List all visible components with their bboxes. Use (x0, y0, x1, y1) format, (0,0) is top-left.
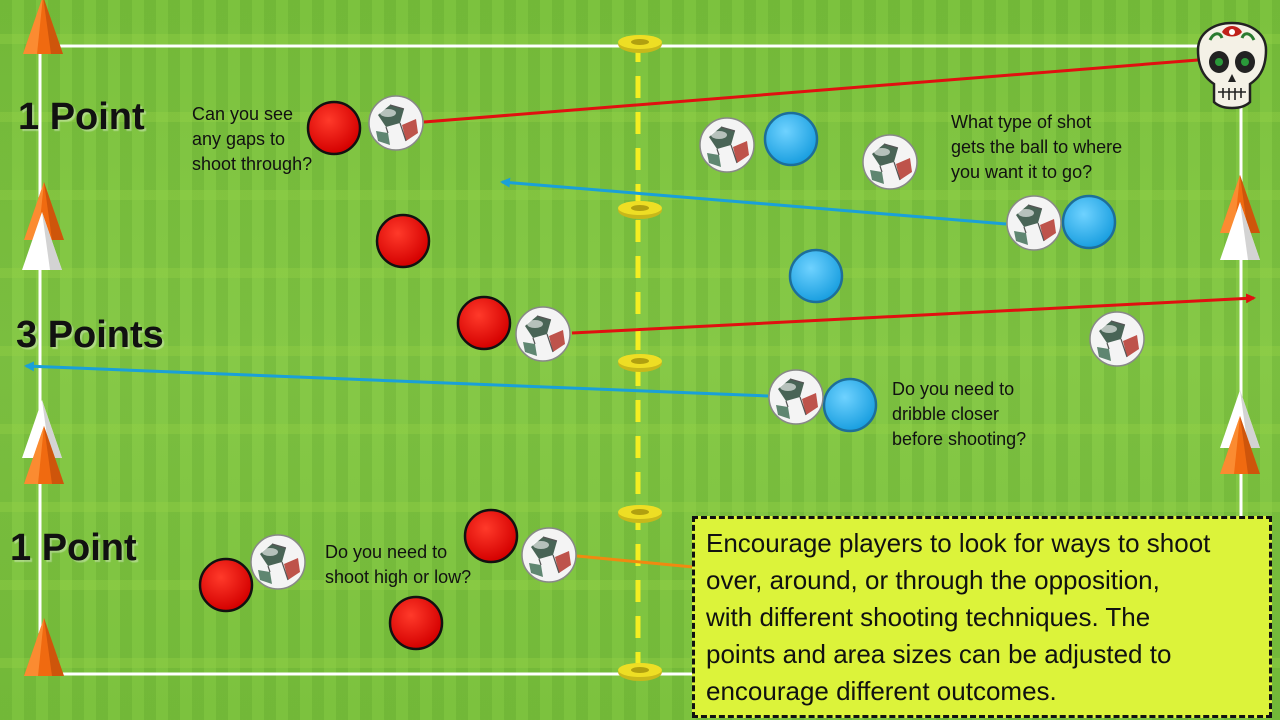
question-line: any gaps to (192, 129, 286, 149)
shot-arrow-blue (500, 177, 1007, 226)
question-line: Do you need to (892, 379, 1015, 399)
red-player (375, 213, 431, 269)
coaching-note-line: Encourage players to look for ways to sh… (706, 528, 1211, 558)
question-line: What type of shot (951, 112, 1092, 132)
question-line: shoot through? (192, 154, 313, 174)
question-line: shoot high or low? (325, 567, 472, 587)
soccer-ball-icon (368, 95, 424, 151)
question-line: you want it to go? (951, 162, 1093, 182)
soccer-ball-icon (250, 534, 306, 590)
coaching-note-line: over, around, or through the opposition, (706, 565, 1160, 595)
red-player (463, 508, 519, 564)
soccer-ball-icon (768, 369, 824, 425)
question-line: Do you need to (325, 542, 448, 562)
zone-label-middle: 3 Points (16, 314, 164, 356)
shot-arrow-blue (24, 361, 769, 398)
disc-marker (618, 663, 662, 681)
red-player (388, 595, 444, 651)
cone-icon (23, 0, 63, 54)
question-line: dribble closer (892, 404, 1000, 424)
blue-player (822, 377, 878, 433)
red-player (198, 557, 254, 613)
question-dribble: Do you need to dribble closer before sho… (892, 377, 1026, 452)
sugar-skull-icon (1196, 21, 1268, 110)
soccer-ball-icon (699, 117, 755, 173)
coaching-note-line: points and area sizes can be adjusted to (706, 639, 1172, 669)
soccer-ball-icon (521, 527, 577, 583)
blue-player (788, 248, 844, 304)
disc-marker (618, 201, 662, 219)
question-shot-type: What type of shot gets the ball to where… (951, 110, 1122, 185)
zone-label-top: 1 Point (18, 96, 145, 138)
coaching-note-box: Encourage players to look for ways to sh… (692, 516, 1272, 718)
shot-arrow-red (571, 293, 1256, 335)
red-player (306, 100, 362, 156)
disc-marker (618, 505, 662, 523)
blue-player (1061, 194, 1117, 250)
disc-marker (618, 354, 662, 372)
question-gaps: Can you see any gaps to shoot through? (192, 102, 312, 177)
soccer-ball-icon (515, 306, 571, 362)
soccer-ball-icon (862, 134, 918, 190)
question-line: gets the ball to where (951, 137, 1123, 157)
coaching-note-line: encourage different outcomes. (706, 676, 1057, 706)
soccer-ball-icon (1006, 195, 1062, 251)
question-line: Can you see (192, 104, 294, 124)
shot-arrow-red (423, 58, 1199, 124)
zone-label-bottom: 1 Point (10, 527, 137, 569)
cone-icon (24, 618, 64, 676)
soccer-ball-icon (1089, 311, 1145, 367)
coaching-note-line: with different shooting techniques. The (706, 602, 1151, 632)
disc-marker (618, 35, 662, 53)
question-high-low: Do you need to shoot high or low? (325, 540, 471, 590)
blue-player (763, 111, 819, 167)
red-player (456, 295, 512, 351)
question-line: before shooting? (892, 429, 1027, 449)
